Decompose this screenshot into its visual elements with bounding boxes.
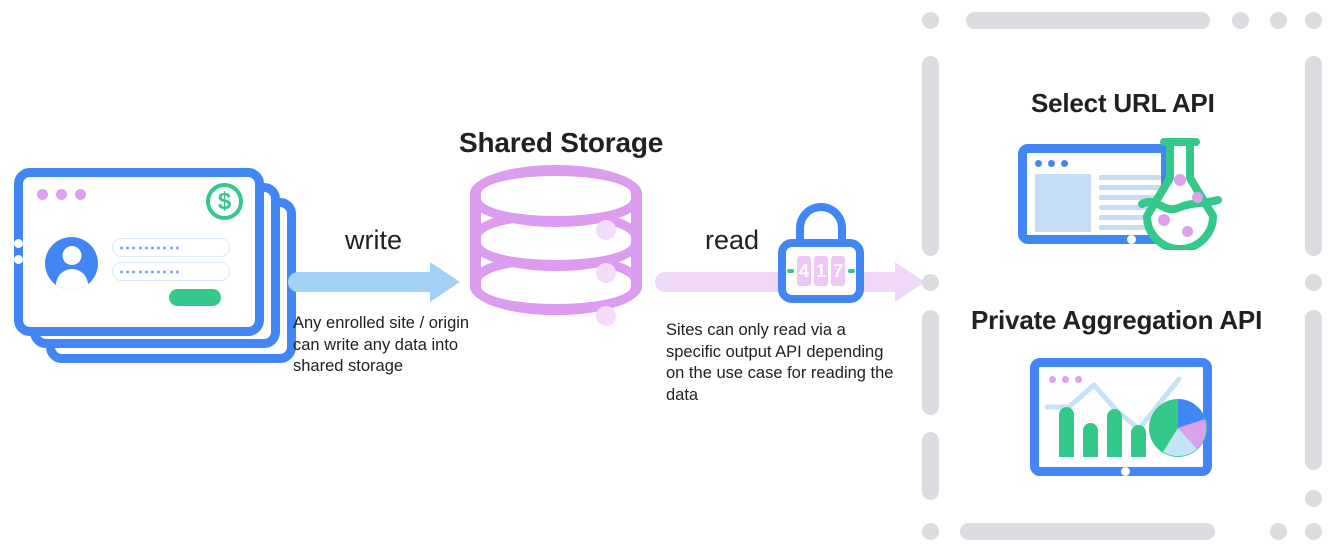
frame-dot [922,523,939,540]
border-notch-icon [1127,235,1136,244]
cylinder-led-icon [596,220,616,240]
padlock-body: 4 1 7 [778,239,864,303]
combination-dials: 4 1 7 [787,256,855,286]
content-block [1035,174,1091,232]
combination-digit-3: 7 [831,256,845,286]
window-dots-icon [37,189,86,200]
border-notch-icon [14,239,23,248]
bar-4 [1131,425,1146,457]
browser-card-front: $ [14,168,264,336]
window-dots-icon [1035,160,1068,167]
bar-2 [1083,423,1098,457]
browser-window-stack: $ [14,168,304,368]
flask-bubble-icon [1158,214,1170,226]
pie-chart-icon [1149,399,1207,457]
frame-dot [1305,490,1322,507]
flask-svg [1138,138,1222,253]
username-field[interactable] [112,238,230,257]
flask-icon [1130,138,1230,253]
browser-window-icon [1018,144,1170,244]
frame-dot [1305,12,1322,29]
password-field[interactable] [112,262,230,281]
private-aggregation-api-title: Private Aggregation API [971,305,1263,335]
content-line [1099,175,1161,180]
frame-dash [1305,310,1322,470]
dollar-symbol: $ [217,187,232,215]
private-aggregation-api-icon [1030,358,1212,476]
border-notch-icon [1121,467,1130,476]
flask-bubble-icon [1174,174,1186,186]
frame-dash [1305,56,1322,256]
select-url-api-icon [1018,138,1230,253]
frame-dot [922,274,939,291]
frame-dash [960,523,1215,540]
frame-dash [922,56,939,256]
frame-dash [922,432,939,500]
shared-storage-title: Shared Storage [459,127,664,158]
content-line [1099,185,1161,190]
avatar-head-icon [62,246,81,265]
window-dots-icon [1049,376,1082,383]
read-description: Sites can only read via a specific outpu… [666,321,894,404]
shared-storage-cylinder-icon [470,165,642,345]
cylinder-band-1 [470,165,642,227]
submit-button[interactable] [169,289,221,306]
write-label: write [345,225,403,255]
masked-value-icon [120,270,179,273]
avatar [45,237,98,290]
frame-dot [1305,274,1322,291]
frame-dot [1305,523,1322,540]
write-description: Any enrolled site / origin can write any… [293,314,470,375]
content-line [1099,215,1161,220]
combination-digit-2: 1 [814,256,828,286]
frame-dot [1270,12,1287,29]
read-label: read [705,225,760,255]
avatar-body-icon [55,269,88,290]
browser-window-icon [1030,358,1212,476]
write-arrow-icon [288,262,460,302]
cylinder-led-icon [596,263,616,283]
output-apis-frame [922,12,1322,540]
select-url-api-title: Select URL API [1031,88,1215,118]
dollar-coin-icon: $ [206,183,243,220]
combination-digit-1: 4 [797,256,811,286]
border-notch-icon [14,255,23,264]
frame-dash [922,310,939,415]
content-line [1099,205,1161,210]
cylinder-led-icon [596,306,616,326]
flask-bubble-icon [1192,192,1203,203]
frame-dash [966,12,1210,29]
bar-3 [1107,409,1122,457]
content-line [1099,195,1161,200]
frame-dot [1270,523,1287,540]
bar-1 [1059,407,1074,457]
content-line [1099,225,1161,230]
flask-bubble-icon [1182,226,1193,237]
masked-value-icon [120,246,179,249]
dial-dash-right-icon [848,269,855,273]
frame-dot [1232,12,1249,29]
dial-dash-left-icon [787,269,794,273]
padlock-icon: 4 1 7 [778,203,864,303]
frame-dot [922,12,939,29]
